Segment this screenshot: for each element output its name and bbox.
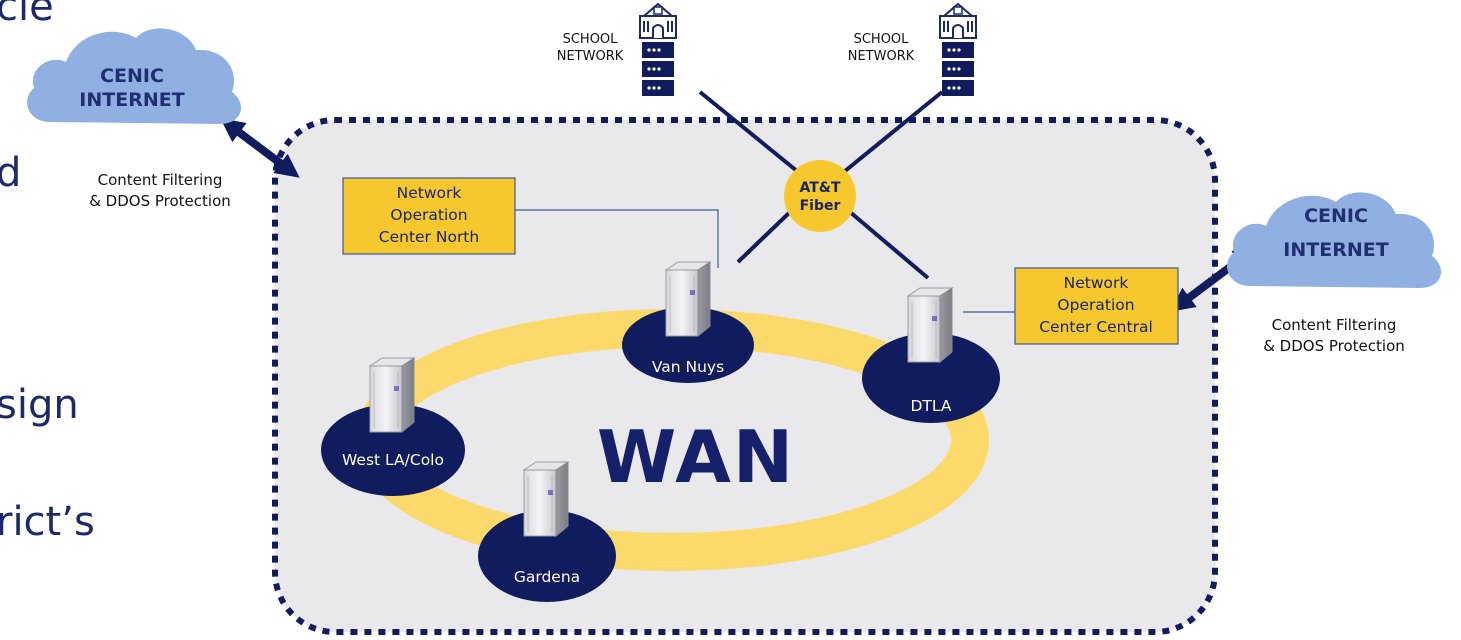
server-tower-icon	[907, 287, 953, 363]
noc-label-1: Network	[397, 184, 462, 202]
site-west-la: West LA/Colo	[321, 357, 465, 496]
noc-label-3: Center North	[379, 228, 479, 246]
site-label: DTLA	[911, 397, 952, 415]
cloud-icon	[27, 28, 242, 124]
double-arrow-icon	[220, 118, 300, 178]
site-label: Van Nuys	[652, 358, 724, 376]
school-label-2: NETWORK	[557, 49, 624, 64]
cloud-line-1: CENIC	[1304, 205, 1368, 227]
fiber-label-2: Fiber	[800, 198, 841, 214]
wan-label: WAN	[597, 415, 795, 499]
noc-north-connector	[515, 209, 719, 268]
noc-label-1: Network	[1064, 274, 1129, 292]
slide-body-text: cle d sign rict’s	[0, 0, 95, 545]
school-label-2: NETWORK	[848, 49, 915, 64]
body-text-line-1: cle	[0, 0, 54, 30]
noc-north-box: Network Operation Center North	[342, 177, 516, 255]
school-building-icon	[939, 3, 977, 97]
server-tower-icon	[665, 261, 711, 337]
cloud-caption-1: Content Filtering	[98, 171, 223, 189]
site-label: Gardena	[514, 568, 580, 586]
body-text-line-3: sign	[0, 382, 79, 428]
school-network-right: SCHOOL NETWORK	[848, 3, 977, 97]
school-network-left: SCHOOL NETWORK	[557, 3, 677, 97]
server-tower-icon	[523, 461, 569, 537]
noc-label-3: Center Central	[1039, 318, 1153, 336]
cloud-line-1: CENIC	[100, 65, 164, 87]
noc-label-2: Operation	[390, 206, 467, 224]
cloud-line-2: INTERNET	[79, 89, 184, 111]
fiber-links	[698, 90, 944, 280]
internet-cloud-right: CENIC INTERNET Content Filtering & DDOS …	[1227, 192, 1442, 355]
server-tower-icon	[369, 357, 415, 433]
school-label-1: SCHOOL	[563, 32, 619, 47]
cloud-line-2: INTERNET	[1283, 239, 1388, 261]
noc-central-box: Network Operation Center Central	[1014, 267, 1179, 345]
body-text-line-4: rict’s	[0, 499, 95, 545]
att-fiber-hub: AT&T Fiber	[784, 160, 856, 232]
cloud-caption-2: & DDOS Protection	[1263, 337, 1405, 355]
noc-label-2: Operation	[1057, 296, 1134, 314]
school-label-1: SCHOOL	[854, 32, 910, 47]
internet-cloud-left: CENIC INTERNET Content Filtering & DDOS …	[27, 28, 242, 210]
school-building-icon	[639, 3, 677, 97]
cloud-caption-2: & DDOS Protection	[89, 192, 231, 210]
site-label: West LA/Colo	[342, 451, 444, 469]
fiber-label-1: AT&T	[799, 180, 841, 196]
site-dtla: DTLA	[862, 287, 1000, 423]
site-gardena: Gardena	[478, 461, 616, 602]
body-text-line-2: d	[0, 150, 21, 196]
cloud-icon	[1227, 192, 1442, 288]
cloud-caption-1: Content Filtering	[1272, 316, 1397, 334]
site-van-nuys: Van Nuys	[622, 261, 754, 383]
